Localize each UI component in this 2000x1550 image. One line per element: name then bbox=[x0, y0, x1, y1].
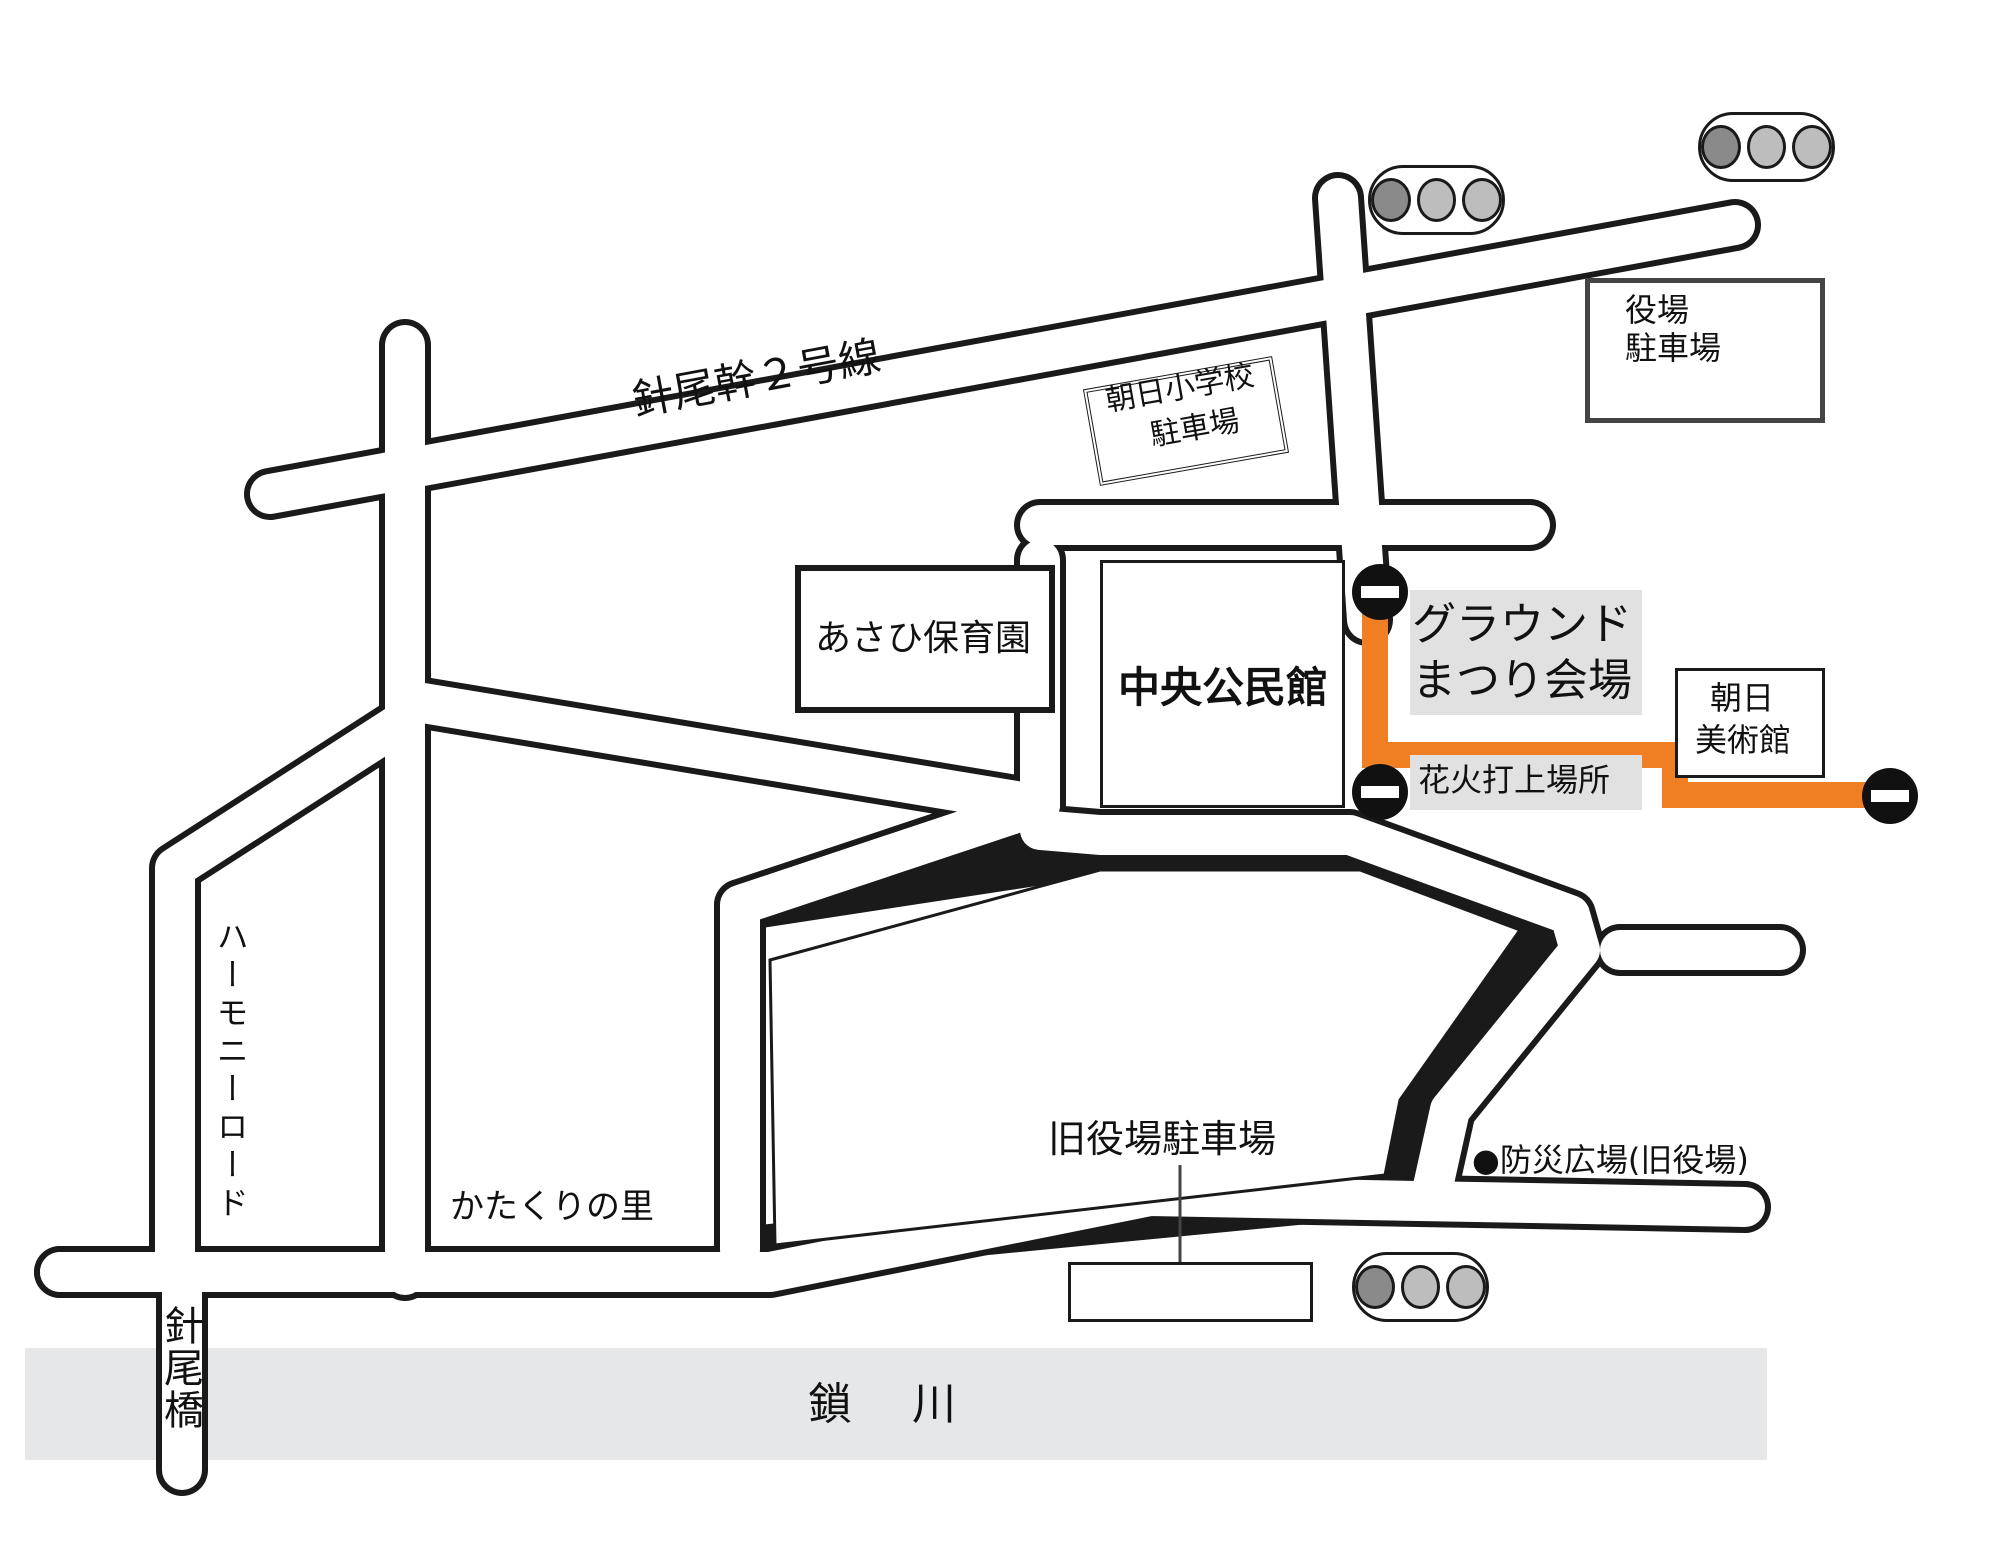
road-fills bbox=[40, 178, 1800, 1490]
office-parking-label-line1: 役場 bbox=[1625, 291, 1690, 329]
museum-label-line2: 美術館 bbox=[1695, 721, 1792, 759]
disaster-plaza-label: ●防災広場(旧役場) bbox=[1472, 1141, 1749, 1179]
nursery-label: あさひ保育園 bbox=[815, 618, 1032, 659]
land-blocks bbox=[768, 868, 1523, 1247]
katakuri-label: かたくりの里 bbox=[450, 1187, 654, 1227]
old-office-parking-label: 旧役場駐車場 bbox=[1048, 1117, 1277, 1161]
community-center-label: 中央公民館 bbox=[1118, 663, 1329, 712]
venue-label-line2: まつり会場 bbox=[1412, 655, 1632, 706]
traffic-signal-icon bbox=[1352, 1252, 1489, 1322]
fireworks-label: 花火打上場所 bbox=[1418, 761, 1611, 799]
venue-box bbox=[1410, 590, 1642, 715]
no-entry-icon bbox=[1352, 764, 1408, 820]
bridge-label: 針尾橋 bbox=[157, 1305, 203, 1431]
no-entry-icon bbox=[1352, 564, 1408, 620]
office-parking-box bbox=[1585, 278, 1825, 423]
nursery-box bbox=[795, 565, 1055, 713]
community-center-box bbox=[1100, 560, 1345, 808]
river-label: 鎖 川 bbox=[808, 1379, 964, 1430]
venue-label-line1: グラウンド bbox=[1412, 599, 1632, 650]
fireworks-box bbox=[1410, 755, 1642, 810]
office-parking-label-line2: 駐車場 bbox=[1625, 329, 1722, 367]
river-band bbox=[25, 1348, 1767, 1460]
traffic-signal-icon bbox=[1368, 165, 1505, 235]
block-triangle bbox=[768, 868, 1523, 1247]
museum-box bbox=[1675, 668, 1825, 778]
harmony-road-label: ハーモニーロード bbox=[211, 920, 250, 1224]
old-office-parking-box bbox=[1068, 1262, 1313, 1322]
museum-label-line1: 朝日 bbox=[1710, 679, 1775, 717]
no-entry-icon bbox=[1862, 768, 1918, 824]
traffic-signal-icon bbox=[1698, 112, 1835, 182]
